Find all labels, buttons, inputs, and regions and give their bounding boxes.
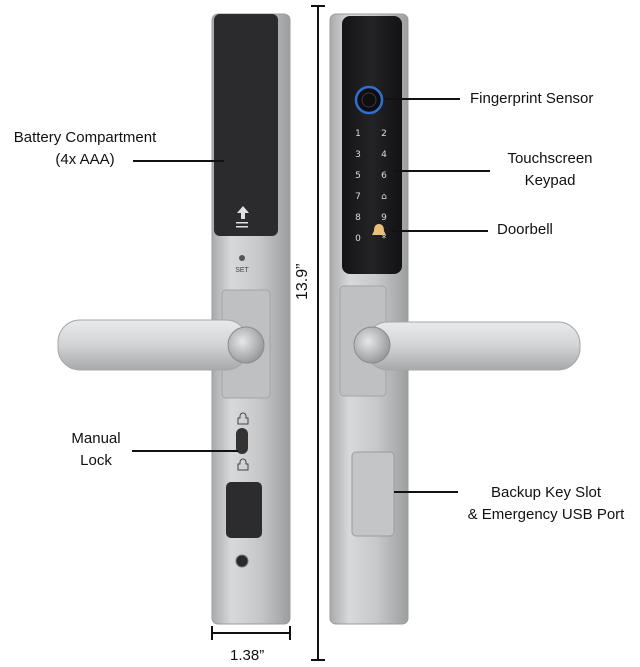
set-label: SET bbox=[235, 267, 249, 274]
inside-unit: SET bbox=[58, 14, 290, 624]
keypad-key: * bbox=[382, 234, 387, 244]
manual-lock-leader bbox=[132, 450, 238, 452]
keypad-key: 6 bbox=[381, 171, 387, 181]
screw-hole bbox=[236, 555, 248, 567]
manual-lock-label: Manual Lock bbox=[58, 428, 134, 472]
touchscreen-keypad-label: Touchscreen Keypad bbox=[490, 148, 610, 192]
outside-handle bbox=[366, 322, 580, 370]
touchscreen-leader bbox=[394, 170, 490, 172]
battery-line1: Battery Compartment bbox=[0, 127, 170, 149]
backup-line2: & Emergency USB Port bbox=[456, 504, 636, 526]
backup-line1: Backup Key Slot bbox=[456, 482, 636, 504]
battery-line2: (4x AAA) bbox=[0, 149, 170, 171]
keypad-key: 4 bbox=[381, 150, 387, 160]
keypad-key: 7 bbox=[355, 192, 361, 202]
keypad-key: 9 bbox=[381, 213, 387, 223]
inside-handle bbox=[58, 320, 248, 370]
battery-cover bbox=[214, 14, 278, 236]
manual-line1: Manual bbox=[58, 428, 134, 450]
backup-key-cover bbox=[352, 452, 394, 536]
touchscreen-line1: Touchscreen bbox=[490, 148, 610, 170]
keypad-key: 2 bbox=[381, 129, 387, 139]
set-button bbox=[239, 255, 245, 261]
doorbell-label: Doorbell bbox=[497, 219, 553, 241]
touchscreen-line2: Keypad bbox=[490, 170, 610, 192]
height-dimension-label: 13.9” bbox=[292, 264, 314, 300]
keypad-key: 3 bbox=[355, 150, 361, 160]
keypad-key: 1 bbox=[355, 129, 361, 139]
keypad-key: 5 bbox=[355, 171, 361, 181]
fingerprint-leader bbox=[384, 98, 460, 100]
height-dimension bbox=[311, 6, 325, 660]
fingerprint-icon bbox=[356, 87, 382, 113]
doorbell-leader bbox=[392, 230, 488, 232]
width-dimension-label: 1.38” bbox=[230, 645, 264, 667]
width-dimension bbox=[212, 626, 290, 640]
manual-line2: Lock bbox=[58, 450, 134, 472]
fingerprint-sensor-label: Fingerprint Sensor bbox=[470, 88, 593, 110]
battery-compartment-label: Battery Compartment (4x AAA) bbox=[0, 127, 170, 171]
backup-key-leader bbox=[394, 491, 458, 493]
keypad-key: 8 bbox=[355, 213, 361, 223]
keypad-key: 0 bbox=[355, 234, 361, 244]
touch-panel bbox=[342, 16, 402, 274]
keypad-key: ⌂ bbox=[381, 192, 387, 202]
inside-latch-pad bbox=[226, 482, 262, 538]
backup-key-slot-label: Backup Key Slot & Emergency USB Port bbox=[456, 482, 636, 526]
